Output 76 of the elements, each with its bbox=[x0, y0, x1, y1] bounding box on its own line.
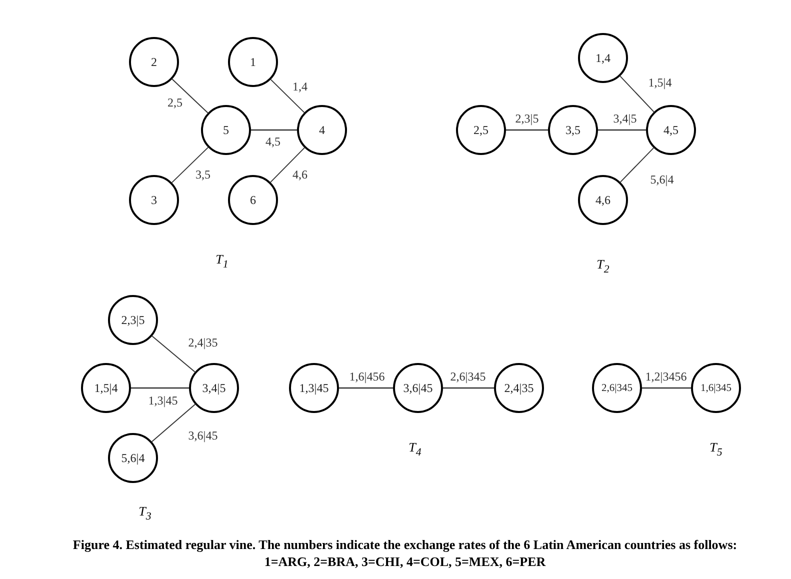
circle-node bbox=[228, 175, 278, 225]
circle-node bbox=[289, 363, 339, 413]
tree-label: T$_{4}$ bbox=[408, 440, 422, 458]
node-label: 6 bbox=[250, 192, 256, 208]
edge-label: 3,4|5 bbox=[612, 112, 638, 126]
circle-node bbox=[129, 37, 179, 87]
edge-label: 1,3|45 bbox=[147, 394, 179, 408]
circle-node bbox=[646, 105, 696, 155]
circle-node bbox=[578, 33, 628, 83]
circle-node bbox=[592, 363, 642, 413]
circle-node bbox=[494, 363, 544, 413]
node-label: 4 bbox=[319, 122, 325, 138]
circle-node bbox=[456, 105, 506, 155]
edge-line bbox=[171, 146, 209, 184]
node-label: 2,4|35 bbox=[504, 380, 534, 396]
edge-label: 2,4|35 bbox=[187, 336, 219, 350]
edge-line bbox=[131, 387, 189, 389]
tree-label: T$_{3}$ bbox=[138, 504, 152, 522]
node-label: 2 bbox=[151, 54, 157, 70]
circle-node bbox=[228, 37, 278, 87]
edge-label: 1,2|3456 bbox=[644, 370, 688, 384]
edge-label: 1,5|4 bbox=[647, 76, 673, 90]
edge-label: 2,5 bbox=[166, 96, 184, 110]
edge-label: 4,6 bbox=[292, 168, 308, 182]
edge-label: 3,6|45 bbox=[187, 429, 219, 443]
node-label: 2,3|5 bbox=[121, 312, 145, 328]
node-label: 1 bbox=[250, 54, 256, 70]
circle-node bbox=[297, 105, 347, 155]
node-label: 3 bbox=[151, 192, 157, 208]
tree-label: T$_{5}$ bbox=[710, 440, 722, 458]
edge-label: 4,5 bbox=[264, 135, 282, 149]
edge-line bbox=[270, 79, 305, 113]
edge-label: 1,6|456 bbox=[348, 370, 386, 384]
edge-line bbox=[151, 404, 196, 442]
circle-node bbox=[548, 105, 598, 155]
edge-line bbox=[598, 129, 646, 131]
circle-node bbox=[393, 363, 443, 413]
node-label: 4,5 bbox=[664, 122, 678, 138]
figure-caption: Figure 4. Estimated regular vine. The numbers indicate the exchange rates of the 6 Latin American countries as follows: 1=ARG, 2=BRA, 3=CHI, 4=COL, 5=MEX, 6=PER bbox=[72, 537, 738, 571]
edge-label: 2,6|345 bbox=[449, 370, 487, 384]
node-label: 3,5 bbox=[566, 122, 580, 138]
node-label: 1,4 bbox=[596, 50, 610, 66]
circle-node bbox=[81, 363, 131, 413]
circle-node bbox=[108, 295, 158, 345]
node-label: 2,6|345 bbox=[602, 382, 632, 394]
circle-node bbox=[201, 105, 251, 155]
circle-node bbox=[129, 175, 179, 225]
node-label: 5,6|4 bbox=[121, 450, 145, 466]
edge-line bbox=[620, 147, 654, 183]
node-label: 1,5|4 bbox=[94, 380, 118, 396]
edge-line bbox=[270, 147, 305, 183]
edge-line bbox=[642, 387, 691, 389]
edge-label: 3,5 bbox=[194, 168, 212, 182]
circle-node bbox=[108, 433, 158, 483]
tree-label: T$_{2}$ bbox=[596, 256, 610, 276]
node-label: 5 bbox=[223, 122, 229, 138]
edge-line bbox=[251, 129, 297, 131]
edge-line bbox=[172, 78, 208, 114]
edge-label: 2,3|5 bbox=[514, 112, 540, 126]
edge-line bbox=[506, 129, 548, 131]
node-label: 2,5 bbox=[474, 122, 488, 138]
edge-label: 5,6|4 bbox=[649, 173, 675, 187]
circle-node bbox=[189, 363, 239, 413]
circle-node bbox=[578, 175, 628, 225]
node-label: 1,3|45 bbox=[299, 380, 329, 396]
node-label: 4,6 bbox=[596, 192, 610, 208]
edge-line bbox=[443, 387, 494, 389]
edge-label: 1,4 bbox=[292, 80, 308, 94]
edge-line bbox=[152, 336, 196, 372]
node-label: 3,6|45 bbox=[403, 380, 433, 396]
tree-label: T$_{1}$ bbox=[216, 252, 228, 270]
edge-line bbox=[339, 387, 393, 389]
circle-node bbox=[691, 363, 741, 413]
node-label: 1,6|345 bbox=[700, 382, 732, 394]
edge-line bbox=[620, 76, 654, 112]
node-label: 3,4|5 bbox=[202, 380, 226, 396]
